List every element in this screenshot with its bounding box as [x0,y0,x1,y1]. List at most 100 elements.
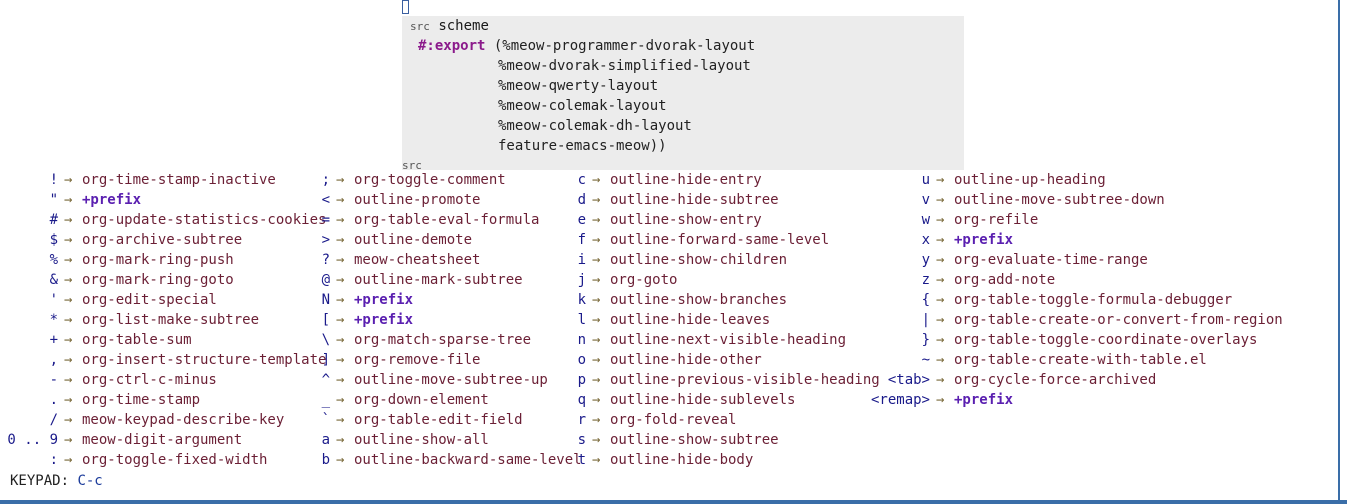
binding-command[interactable]: org-table-edit-field [354,412,523,428]
binding-command[interactable]: outline-show-all [354,432,489,448]
arrow-icon: → [336,232,345,248]
keypad-label: KEYPAD: [10,473,70,489]
binding-key: ~ [921,352,930,368]
binding-key: r [577,412,586,428]
binding-command[interactable]: org-archive-subtree [82,232,243,248]
src-begin-label: src [410,20,430,33]
binding-command[interactable]: org-table-sum [82,332,192,348]
binding-command[interactable]: org-time-stamp-inactive [82,172,276,188]
binding-key: # [49,212,58,228]
binding-key: b [321,452,330,468]
arrow-icon: → [64,212,73,228]
arrow-icon: → [64,192,73,208]
arrow-icon: → [336,332,345,348]
arrow-icon: → [336,292,345,308]
binding-command[interactable]: outline-hide-leaves [610,312,771,328]
src-language: scheme [438,18,489,34]
binding-command[interactable]: outline-show-branches [610,292,788,308]
binding-key: z [921,272,930,288]
arrow-icon: → [64,372,73,388]
binding-command[interactable]: org-down-element [354,392,489,408]
binding-key: - [49,372,58,388]
arrow-icon: → [64,392,73,408]
binding-command[interactable]: outline-backward-same-level [354,452,582,468]
binding-key: , [49,352,58,368]
binding-key: ! [49,172,58,188]
binding-command[interactable]: meow-digit-argument [82,432,243,448]
binding-command[interactable]: org-table-toggle-coordinate-overlays [954,332,1258,348]
arrow-icon: → [64,232,73,248]
binding-command[interactable]: org-ctrl-c-minus [82,372,217,388]
binding-command[interactable]: org-insert-structure-template [82,352,327,368]
binding-command[interactable]: outline-move-subtree-up [354,372,548,388]
binding-command[interactable]: org-mark-ring-push [82,252,234,268]
binding-command[interactable]: outline-hide-body [610,452,754,468]
binding-key: p [577,372,586,388]
binding-command[interactable]: org-table-create-with-table.el [954,352,1207,368]
binding-command[interactable]: org-remove-file [354,352,481,368]
arrow-icon: → [592,172,601,188]
binding-command[interactable]: org-time-stamp [82,392,201,408]
binding-command[interactable]: org-match-sparse-tree [354,332,532,348]
binding-command[interactable]: meow-cheatsheet [354,252,481,268]
arrow-icon: → [64,172,73,188]
binding-command[interactable]: outline-up-heading [954,172,1106,188]
binding-command[interactable]: org-table-eval-formula [354,212,540,228]
binding-key: q [577,392,586,408]
binding-command[interactable]: org-fold-reveal [610,412,737,428]
binding-command[interactable]: +prefix [954,392,1014,408]
binding-command[interactable]: meow-keypad-describe-key [82,412,285,428]
binding-command[interactable]: org-toggle-comment [354,172,506,188]
binding-key: x [921,232,930,248]
binding-command[interactable]: org-table-create-or-convert-from-region [954,312,1283,328]
arrow-icon: → [936,292,945,308]
binding-command[interactable]: +prefix [354,292,414,308]
binding-key: : [49,452,58,468]
binding-command[interactable]: org-toggle-fixed-width [82,452,268,468]
window-border-bottom [0,500,1347,504]
binding-command[interactable]: +prefix [954,232,1014,248]
binding-key: e [577,212,586,228]
arrow-icon: → [336,312,345,328]
binding-command[interactable]: +prefix [354,312,414,328]
binding-command[interactable]: outline-forward-same-level [610,232,830,248]
binding-command[interactable]: outline-hide-other [610,352,762,368]
binding-command[interactable]: outline-promote [354,192,481,208]
arrow-icon: → [336,192,345,208]
binding-key: / [49,412,58,428]
binding-key: l [577,312,586,328]
binding-command[interactable]: outline-next-visible-heading [610,332,847,348]
binding-command[interactable]: org-table-toggle-formula-debugger [954,292,1233,308]
binding-command[interactable]: outline-show-children [610,252,788,268]
org-src-block: src scheme #:export (%meow-programmer-dv… [402,16,964,170]
binding-command[interactable]: outline-show-subtree [610,432,779,448]
binding-command[interactable]: outline-show-entry [610,212,762,228]
binding-command[interactable]: outline-mark-subtree [354,272,523,288]
binding-command[interactable]: outline-demote [354,232,473,248]
binding-command[interactable]: outline-hide-subtree [610,192,779,208]
binding-command[interactable]: org-refile [954,212,1039,228]
binding-command[interactable]: org-edit-special [82,292,217,308]
arrow-icon: → [336,412,345,428]
binding-command[interactable]: org-cycle-force-archived [954,372,1157,388]
binding-key: t [577,452,586,468]
arrow-icon: → [64,292,73,308]
binding-command[interactable]: org-goto [610,272,678,288]
binding-command[interactable]: outline-hide-sublevels [610,392,796,408]
binding-command[interactable]: org-add-note [954,272,1056,288]
binding-command[interactable]: org-mark-ring-goto [82,272,234,288]
binding-command[interactable]: outline-hide-entry [610,172,762,188]
binding-command[interactable]: outline-previous-visible-heading [610,372,880,388]
binding-command[interactable]: org-list-make-subtree [82,312,260,328]
arrow-icon: → [592,432,601,448]
binding-command[interactable]: org-evaluate-time-range [954,252,1148,268]
binding-command[interactable]: +prefix [82,192,142,208]
binding-command[interactable]: org-update-statistics-cookies [82,212,327,228]
binding-key: N [321,292,330,308]
code-line: %meow-colemak-dh-layout [498,118,692,134]
arrow-icon: → [592,252,601,268]
arrow-icon: → [936,232,945,248]
binding-command[interactable]: outline-move-subtree-down [954,192,1165,208]
binding-key: ` [321,412,330,428]
binding-key: d [577,192,586,208]
